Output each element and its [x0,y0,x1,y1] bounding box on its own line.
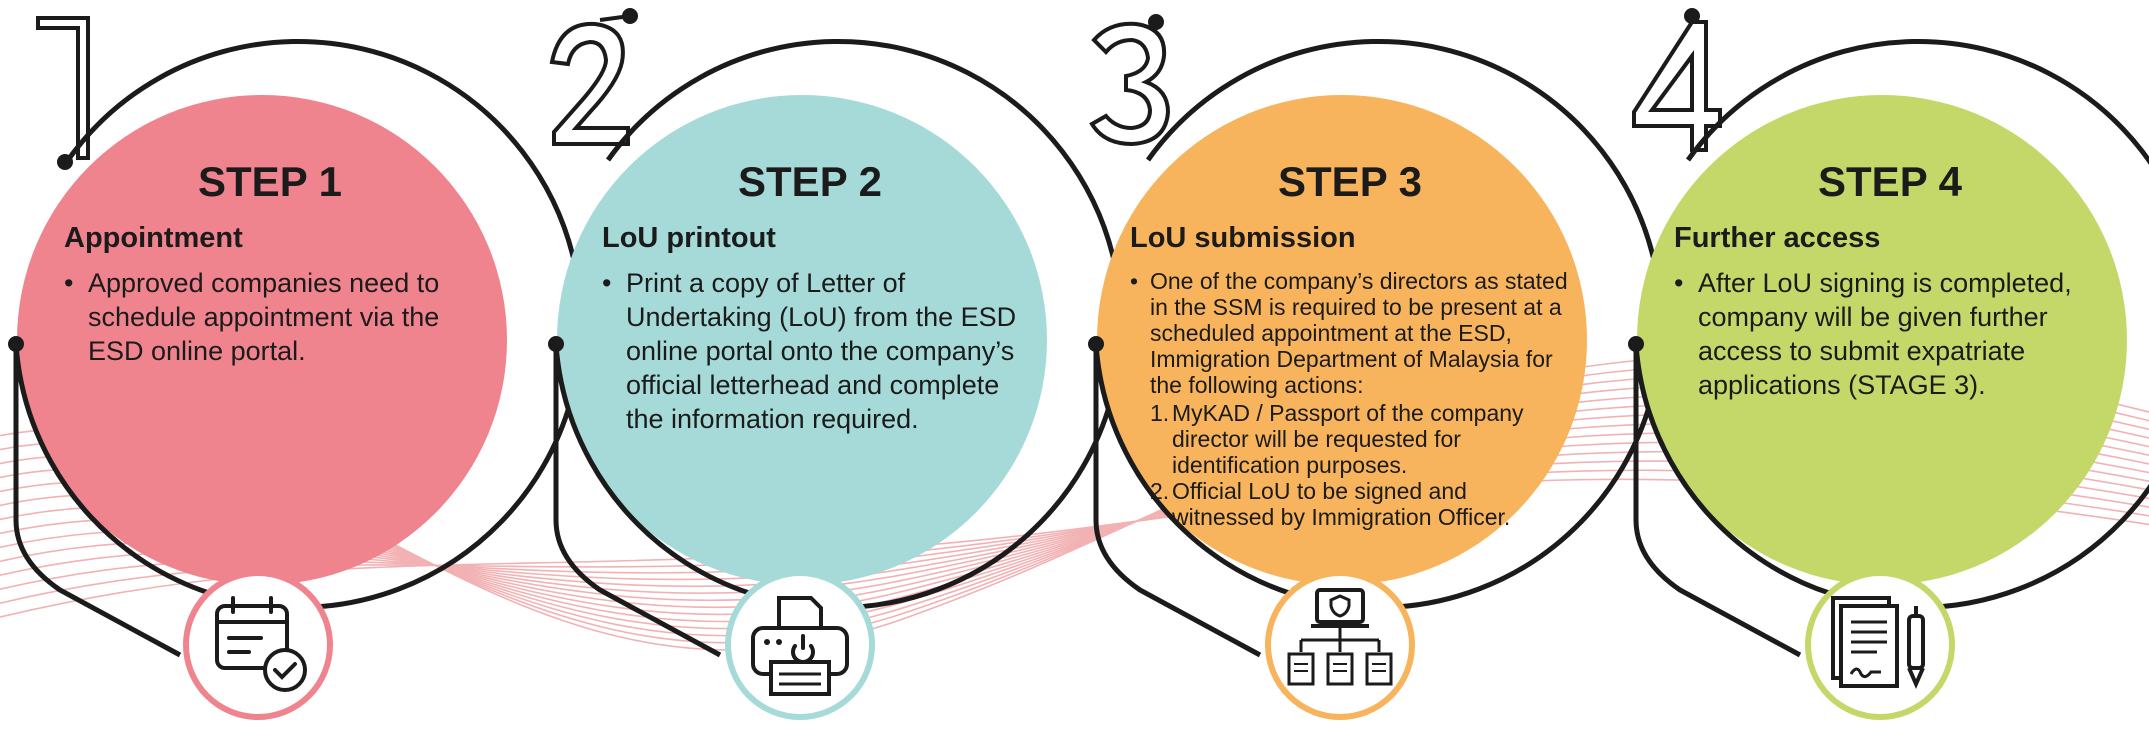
step-2-subtitle: LoU printout [602,222,776,254]
list-item: 1.MyKAD / Passport of the company direct… [1150,400,1524,478]
step-1-numeral [36,16,90,160]
signed-document-icon [1831,596,1925,689]
laptop-network-icon [1287,588,1393,686]
list-item: 2.Official LoU to be signed and witnesse… [1150,478,1511,530]
step-4-icon-badge [1805,570,1955,720]
step-1-circle [17,95,507,585]
step-3-numeral [1089,21,1171,147]
step-3-title: STEP 3 [1278,158,1422,205]
step-4-card: STEP 4 Further access • After LoU signin… [1620,0,2149,743]
step-3-bullet: • One of the company’s directors as stat… [1130,268,1568,398]
step-2-circle [557,95,1047,585]
step-3-subtitle: LoU submission [1130,222,1356,254]
step-3-icon-badge [1265,570,1415,720]
step-2-icon-badge [725,570,875,720]
step-2-bullet: • Print a copy of Letter of Undertaking … [602,268,1017,434]
step-1-subtitle: Appointment [64,222,243,254]
step-3-card: STEP 3 LoU submission • One of the compa… [1080,0,1664,743]
step-1-card: STEP 1 Appointment • Approved companies … [0,0,584,743]
step-4-title: STEP 4 [1818,158,1962,205]
step-4-subtitle: Further access [1674,222,1881,254]
calendar-check-icon [215,596,307,692]
step-4-circle [1637,95,2127,585]
step-1-title: STEP 1 [198,158,342,205]
step-4-bullet: • After LoU signing is completed, compan… [1674,268,2072,400]
step-3-circle [1097,95,1587,585]
step-2-card: STEP 2 LoU printout • Print a copy of Le… [540,0,1124,743]
step-1-icon-badge [183,570,333,720]
step-1-bullet: • Approved companies need to schedule ap… [64,268,440,366]
step-2-numeral [549,21,630,146]
printer-icon [751,596,849,696]
step-4-numeral [1632,20,1722,152]
step-3-action-list: 1.MyKAD / Passport of the company direct… [1130,400,1570,530]
step-4-frame [1628,8,2149,658]
step-2-title: STEP 2 [738,158,882,205]
